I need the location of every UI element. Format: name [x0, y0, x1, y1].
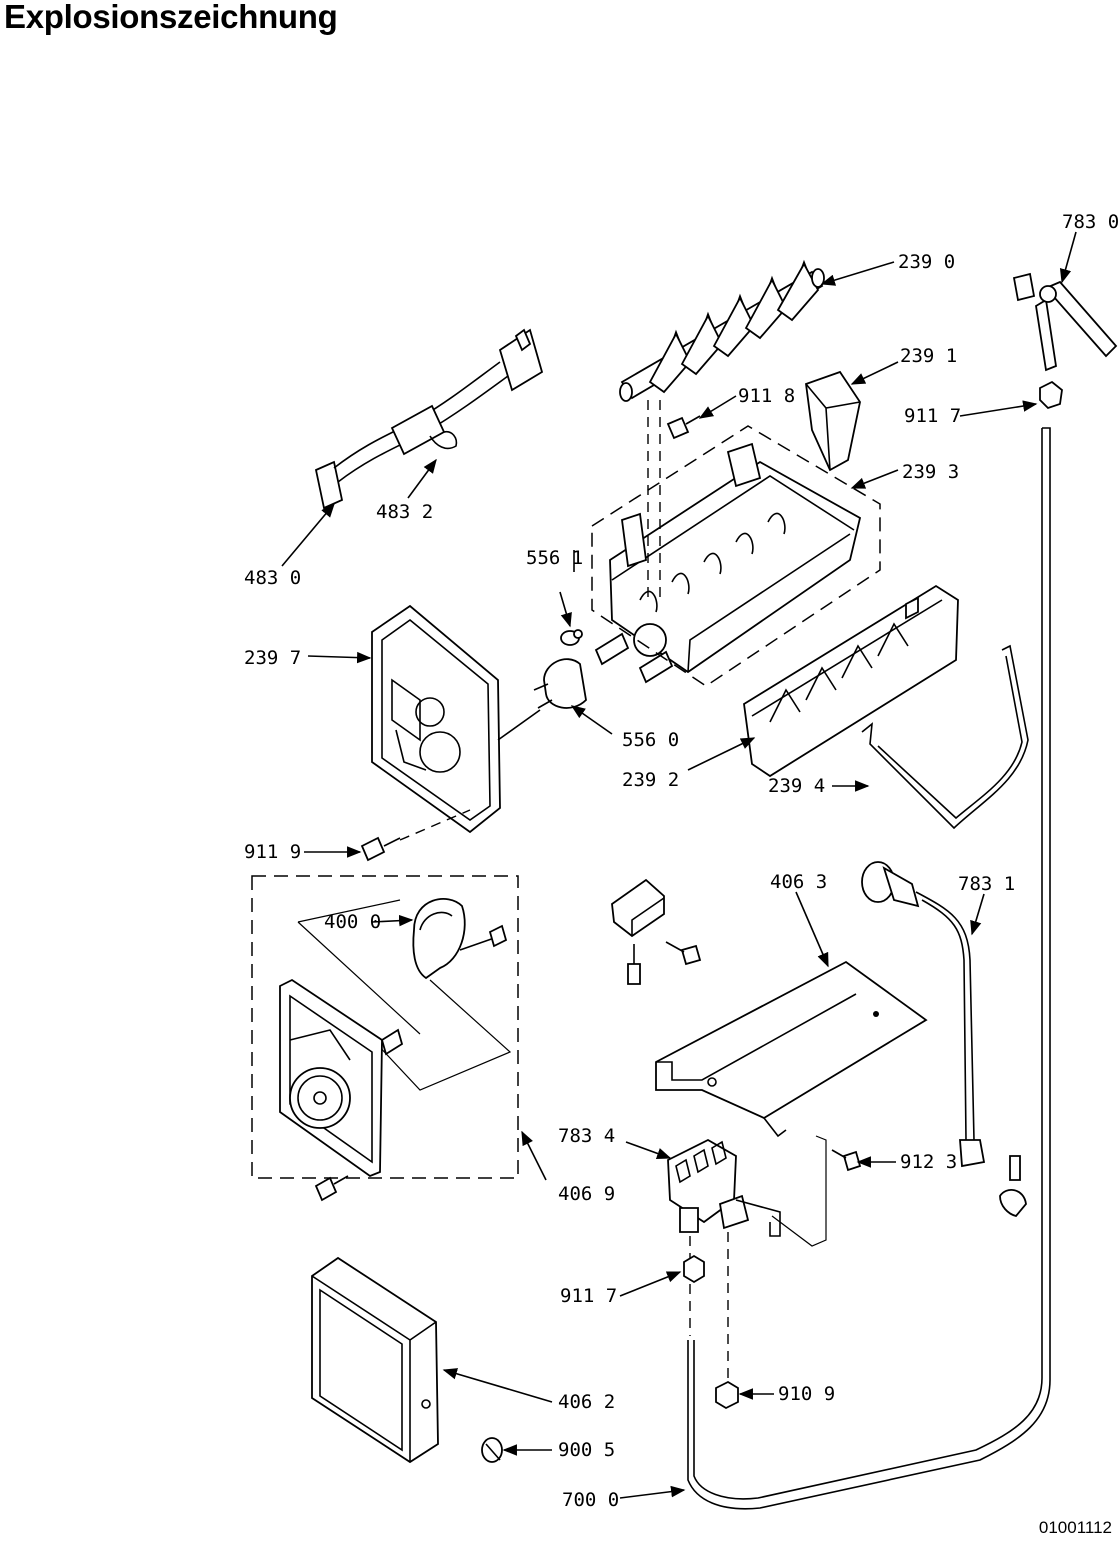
callout-406-2: 406 2 [558, 1391, 615, 1413]
part-small-clip [560, 629, 583, 646]
part-nut-top [1039, 380, 1063, 410]
part-mold-cover [743, 584, 959, 778]
callout-783-0-top: 783 0 [1062, 211, 1119, 233]
callout-239-7: 239 7 [244, 647, 301, 669]
callout-556-0: 556 0 [622, 729, 679, 751]
part-nut-910-9 [715, 1380, 739, 1410]
callout-483-0: 483 0 [244, 567, 301, 589]
callout-783-4: 783 4 [558, 1125, 615, 1147]
callout-239-2: 239 2 [622, 769, 679, 791]
part-valve-screw [831, 1149, 862, 1172]
part-screw-lower [314, 1175, 349, 1202]
part-control-housing [371, 604, 541, 834]
part-clamp [999, 1155, 1027, 1218]
page-title: Explosionszeichnung [4, 0, 338, 35]
part-control-plate [279, 978, 404, 1178]
part-fill-cup [805, 370, 861, 472]
callout-911-7-top: 911 7 [904, 405, 961, 427]
part-mounting-plate [655, 960, 928, 1138]
callout-239-0: 239 0 [898, 251, 955, 273]
callout-labels: 783 0 239 0 239 1 911 8 911 7 239 3 483 … [244, 211, 1119, 1511]
motor-module-outline [251, 875, 519, 1179]
part-bracket-screws [627, 941, 702, 985]
callout-556-1: 556 1 [526, 547, 583, 569]
callout-783-1: 783 1 [958, 873, 1015, 895]
part-screw-911-9 [360, 836, 401, 862]
part-nut-valve [683, 1254, 705, 1284]
callout-400-0: 400 0 [324, 911, 381, 933]
callout-239-4: 239 4 [768, 775, 825, 797]
callout-911-9: 911 9 [244, 841, 301, 863]
part-motor [412, 898, 508, 980]
callout-406-9: 406 9 [558, 1183, 615, 1205]
part-cover [311, 1256, 439, 1464]
part-fill-tube-fitting [1012, 272, 1118, 372]
part-ice-mold [594, 442, 862, 684]
callout-700-0: 700 0 [562, 1489, 619, 1511]
part-small-bracket [611, 878, 665, 938]
part-water-valve [667, 1138, 781, 1237]
callout-239-1: 239 1 [900, 345, 957, 367]
part-screw-911-8 [666, 415, 701, 440]
callout-910-9: 910 9 [778, 1383, 835, 1405]
callout-912-3: 912 3 [900, 1151, 957, 1173]
callout-911-7-lower: 911 7 [560, 1285, 617, 1307]
callout-406-3: 406 3 [770, 871, 827, 893]
document-code: 01001112 [1038, 1518, 1112, 1537]
part-ejector-shaft [619, 259, 825, 402]
part-gear-coupling [533, 658, 587, 709]
callout-900-5: 900 5 [558, 1439, 615, 1461]
callout-239-3: 239 3 [902, 461, 959, 483]
water-tube [687, 427, 1051, 1510]
callout-911-8: 911 8 [738, 385, 795, 407]
callout-483-2: 483 2 [376, 501, 433, 523]
part-wire-harness [314, 328, 544, 510]
part-inlet-hose [861, 861, 986, 1168]
mold-group-outline [591, 425, 881, 687]
leader-lines [281, 231, 1077, 1499]
part-shutoff-arm [861, 644, 1029, 830]
part-plug [481, 1437, 503, 1463]
